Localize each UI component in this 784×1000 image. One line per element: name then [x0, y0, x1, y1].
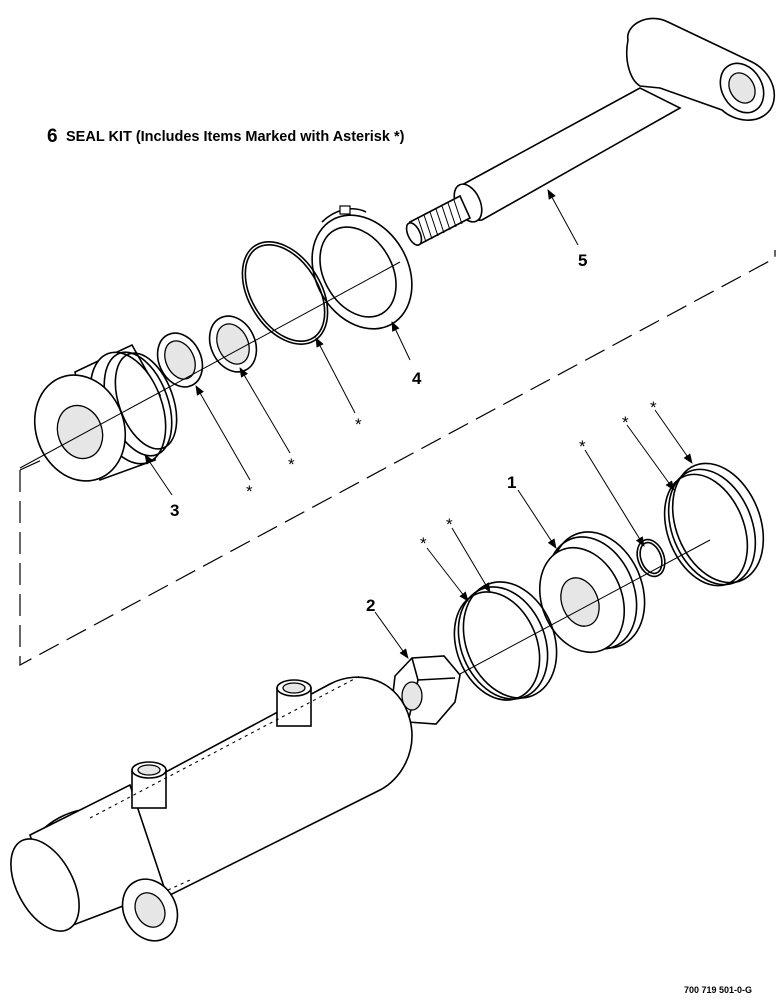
- callout-oring-asterisk: *: [579, 437, 586, 456]
- rod-wiper-part: [156, 332, 204, 388]
- rod-seal-part: [208, 315, 258, 373]
- upper-axis-line: [19, 261, 401, 469]
- callout-piston-seal-b-asterisk: *: [446, 515, 453, 534]
- callout-item-1: 1: [507, 473, 516, 492]
- cylinder-barrel-part: [10, 675, 413, 942]
- callout-item-3: 3: [170, 501, 179, 520]
- lower-axis-line: [429, 539, 711, 691]
- callout-rod-wiper-asterisk: *: [246, 482, 253, 501]
- piston-part: [538, 531, 646, 654]
- gland-part: [33, 343, 178, 482]
- callout-ring-a-asterisk: *: [622, 413, 629, 432]
- callout-snap-ring-asterisk: *: [355, 415, 362, 434]
- wiper-nut-part: [311, 205, 413, 330]
- callout-item-5: 5: [578, 251, 587, 270]
- callout-ring-b-asterisk: *: [650, 398, 657, 417]
- callout-item-4: 4: [412, 369, 422, 388]
- snap-ring-part: [241, 241, 329, 345]
- callout-rod-seal-asterisk: *: [288, 455, 295, 474]
- callout-item-2: 2: [366, 596, 375, 615]
- seal-kit-title: SEAL KIT (Includes Items Marked with Ast…: [66, 129, 405, 145]
- rod-part: [405, 17, 776, 246]
- piston-ring-large-part: [663, 462, 765, 587]
- callout-piston-seal-a-asterisk: *: [420, 534, 427, 553]
- callout-leaders: [144, 189, 693, 659]
- drawing-code: 700 719 501-0-G: [684, 985, 752, 995]
- seal-kit-number: 6: [47, 126, 58, 147]
